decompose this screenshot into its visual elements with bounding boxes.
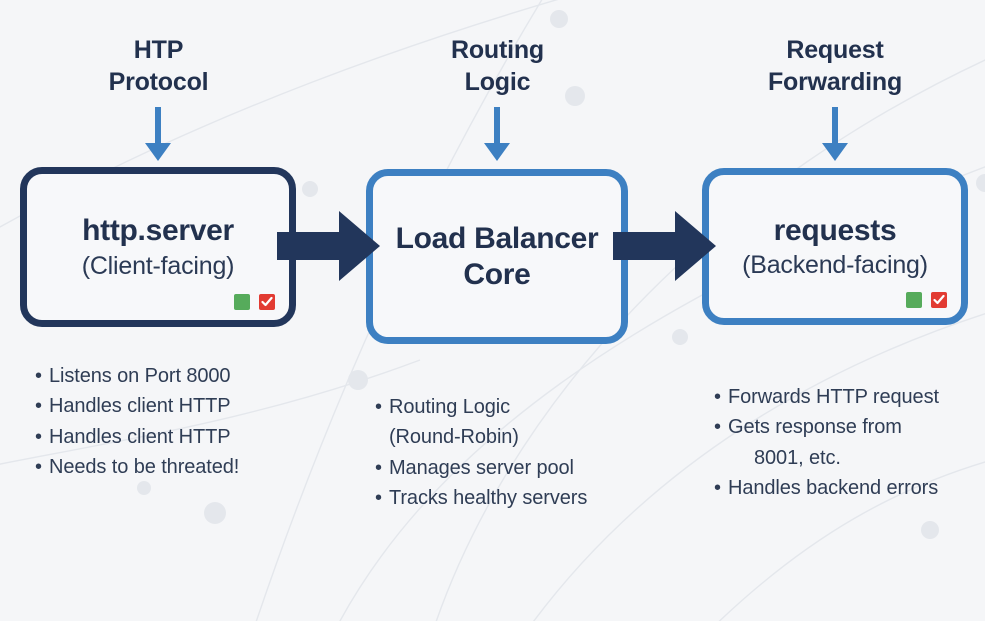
bullet-dot-icon: • (714, 477, 721, 500)
caption-line-1: Request (786, 36, 884, 64)
bullet-list-load-balancer: • Routing Logic (Round-Robin) • Manages … (375, 392, 655, 514)
bullet-dot-icon: • (375, 456, 382, 479)
bullet-dot-icon: • (35, 395, 42, 418)
list-item: • Tracks healthy servers (375, 483, 655, 513)
list-item: • Manages server pool (375, 453, 655, 483)
bullet-dot-icon: • (35, 425, 42, 448)
node-badges (234, 294, 275, 310)
list-item-text: Listens on Port 8000 (49, 365, 231, 387)
caption-routing-logic: Routing Logic (405, 34, 590, 98)
list-item-text: Tracks healthy servers (389, 487, 588, 510)
down-arrow-icon-2 (484, 107, 510, 161)
caption-line-2: Protocol (108, 68, 209, 96)
bullet-dot-icon: • (714, 416, 721, 439)
caption-line-1: Routing (450, 36, 544, 64)
status-check-red-icon (931, 292, 947, 308)
node-subtitle: (Client-facing) (81, 251, 235, 280)
node-http-server[interactable]: http.server (Client-facing) (20, 167, 296, 327)
list-item-continuation: (Round-Robin) (389, 426, 519, 449)
bullet-list-http-server: • Listens on Port 8000 • Handles client … (35, 361, 335, 483)
bullet-dot-icon: • (35, 456, 42, 479)
node-title-line-1: Load Balancer (395, 222, 599, 256)
flow-arrow-icon-1 (277, 211, 380, 281)
status-square-green-icon (906, 292, 922, 308)
list-item-text: Gets response from (728, 416, 902, 439)
list-item: • Routing Logic (375, 392, 655, 422)
list-item: • Handles client HTTP (35, 391, 335, 421)
list-item-text: Manages server pool (389, 456, 574, 479)
bullet-dot-icon: • (714, 386, 721, 408)
status-check-red-icon (259, 294, 275, 310)
bullet-dot-icon: • (375, 396, 382, 418)
down-arrow-icon-3 (822, 107, 848, 161)
flow-arrow-icon-2 (613, 211, 716, 281)
node-subtitle: (Backend-facing) (742, 251, 928, 280)
list-item: • Handles client HTTP (35, 422, 335, 452)
node-badges (906, 292, 947, 308)
list-item: • Handles backend errors (714, 473, 985, 503)
node-title-line-2: Core (463, 257, 531, 291)
caption-line-2: Logic (464, 68, 531, 96)
caption-request-forwarding: Request Forwarding (740, 34, 930, 98)
bullet-dot-icon: • (35, 365, 42, 387)
list-item-text: Needs to be threated! (49, 456, 240, 479)
down-arrow-icon-1 (145, 107, 171, 161)
node-load-balancer-core[interactable]: Load Balancer Core (366, 169, 628, 344)
list-item-text: Handles client HTTP (49, 425, 231, 448)
list-item-text: Handles backend errors (728, 477, 939, 500)
bullet-list-requests: • Forwards HTTP request • Gets response … (714, 382, 985, 504)
list-item: • Needs to be threated! (35, 452, 335, 482)
node-requests[interactable]: requests (Backend-facing) (702, 168, 968, 325)
bullet-dot-icon: • (375, 487, 382, 510)
list-item-text: Routing Logic (389, 396, 511, 418)
list-item: • Listens on Port 8000 (35, 361, 335, 391)
node-title: http.server (82, 214, 234, 248)
caption-http-protocol: HTP Protocol (66, 34, 251, 98)
list-item-text: Forwards HTTP request (728, 386, 939, 408)
list-item-continuation: 8001, etc. (754, 446, 841, 469)
caption-line-2: Forwarding (767, 68, 903, 96)
list-item: • Gets response from (714, 412, 985, 442)
node-title: requests (773, 213, 897, 247)
list-item-text: Handles client HTTP (49, 395, 231, 418)
list-item: • Forwards HTTP request (714, 382, 985, 412)
status-square-green-icon (234, 294, 250, 310)
caption-line-1: HTP (133, 36, 184, 64)
